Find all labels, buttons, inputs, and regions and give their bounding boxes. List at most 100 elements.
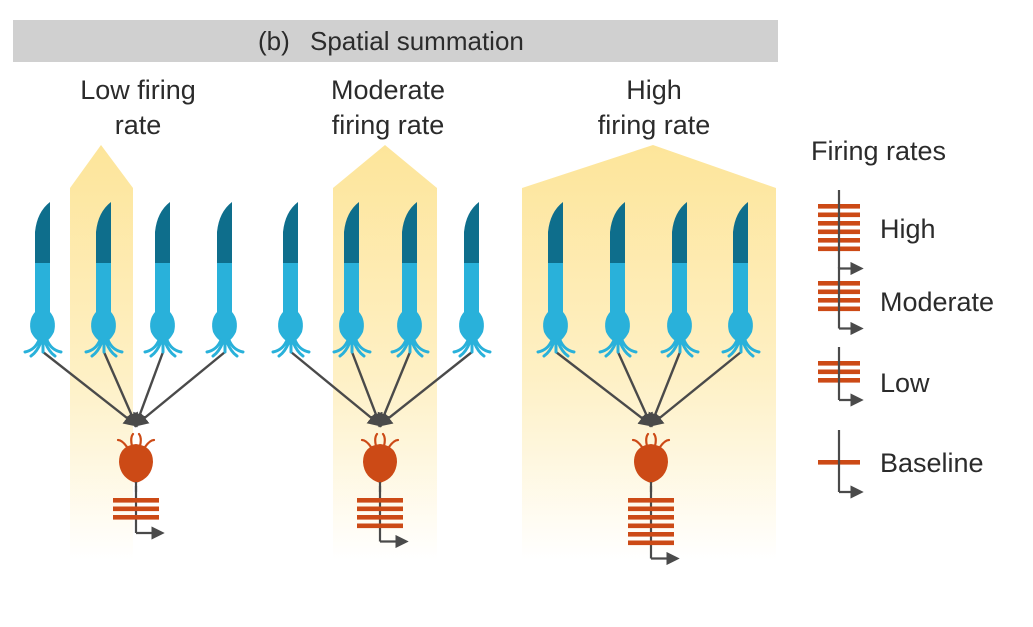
panel-1: [23, 202, 245, 540]
spike-line: [357, 506, 403, 512]
receptor-terminal: [143, 338, 183, 358]
photoreceptor: [271, 202, 311, 358]
panels-layer: [23, 202, 761, 566]
receptor-terminal: [271, 338, 311, 358]
header-background: [13, 20, 778, 62]
receptor-inner-segment: [30, 263, 55, 342]
photoreceptor: [721, 202, 761, 358]
neuron-dendrites: [631, 432, 671, 449]
receptor-outer-segment: [672, 202, 687, 263]
panel-3-glow: [522, 145, 776, 560]
convergence-arrow: [102, 351, 138, 428]
neuron-dendrites: [360, 432, 400, 449]
receptor-inner-segment: [339, 263, 364, 342]
panel-2-title-line-1: Moderate: [331, 75, 445, 105]
receptor-terminal: [84, 338, 124, 358]
receptor-outer-segment: [35, 202, 50, 263]
receptor-inner-segment: [91, 263, 116, 342]
receptor-inner-segment: [397, 263, 422, 342]
spike-line: [357, 523, 403, 529]
photoreceptor: [205, 202, 245, 358]
photoreceptor: [84, 202, 124, 358]
receptor-outer-segment: [548, 202, 563, 263]
receptor-outer-segment: [217, 202, 232, 263]
header-bar: (b) Spatial summation: [13, 20, 778, 62]
receptor-inner-segment: [150, 263, 175, 342]
spike-line: [628, 498, 674, 503]
panel-3-title-line-1: High: [626, 75, 682, 105]
spike-line: [113, 506, 159, 512]
receptor-terminal: [23, 338, 63, 358]
panel-2-glow: [333, 145, 437, 560]
neuron-dendrites: [116, 432, 156, 449]
receptor-terminal: [205, 338, 245, 358]
photoreceptor: [23, 202, 63, 358]
convergence-arrow: [648, 351, 742, 427]
convergence-arrow: [290, 351, 383, 427]
receptor-outer-segment: [283, 202, 298, 263]
firing-rate-marker: [357, 486, 409, 549]
receptor-terminal: [536, 338, 576, 358]
legend-item-baseline: Baseline: [818, 430, 984, 499]
firing-rate-marker: [113, 486, 165, 540]
legend-item-moderate: Moderate: [818, 267, 994, 336]
convergence-arrow: [616, 351, 653, 428]
receptor-terminal: [452, 338, 492, 358]
neuron-cell-body: [363, 444, 397, 483]
panel-2: [271, 202, 492, 549]
panel-2-title-line-2: firing rate: [332, 110, 445, 140]
photoreceptor: [660, 202, 700, 358]
panel-1-glow: [70, 145, 133, 560]
receptor-inner-segment: [667, 263, 692, 342]
convergence-arrow: [377, 351, 473, 427]
legend-item-high: High: [818, 190, 936, 276]
receptor-inner-segment: [605, 263, 630, 342]
receptor-outer-segment: [610, 202, 625, 263]
convergence-arrow: [555, 351, 654, 427]
spike-line: [628, 523, 674, 529]
spike-line: [628, 540, 674, 546]
photoreceptor: [390, 202, 430, 358]
ganglion-cell: [360, 432, 400, 492]
spike-line: [113, 515, 159, 520]
convergence-arrow: [350, 351, 383, 428]
spike-line: [628, 532, 674, 537]
panel-1-title-line-1: Low firing: [80, 75, 196, 105]
legend-label: Baseline: [880, 448, 984, 478]
convergence-arrow: [133, 351, 226, 427]
neuron-cell-body: [119, 444, 153, 483]
receptor-outer-segment: [96, 202, 111, 263]
receptor-outer-segment: [344, 202, 359, 263]
spike-line: [357, 498, 403, 503]
receptor-inner-segment: [212, 263, 237, 342]
receptor-outer-segment: [464, 202, 479, 263]
photoreceptor: [143, 202, 183, 358]
panel-3: [536, 202, 761, 566]
receptor-terminal: [660, 338, 700, 358]
panel-1-title-line-2: rate: [115, 110, 162, 140]
legend-title: Firing rates: [811, 136, 946, 166]
photoreceptor: [452, 202, 492, 358]
convergence-arrow: [42, 351, 139, 427]
legend-label: High: [880, 214, 936, 244]
firing-rate-marker: [628, 486, 680, 566]
receptor-inner-segment: [459, 263, 484, 342]
legend-label: Low: [880, 368, 930, 398]
neuron-cell-body: [634, 444, 668, 483]
receptor-terminal: [390, 338, 430, 358]
header-title: Spatial summation: [310, 26, 524, 56]
photoreceptor: [332, 202, 372, 358]
spike-line: [357, 515, 403, 520]
photoreceptor: [598, 202, 638, 358]
spike-line: [628, 506, 674, 512]
panel-3-title-line-2: firing rate: [598, 110, 711, 140]
spike-line: [628, 515, 674, 520]
receptor-outer-segment: [402, 202, 417, 263]
ganglion-cell: [116, 432, 156, 492]
receptor-inner-segment: [728, 263, 753, 342]
header-label: (b): [258, 26, 290, 56]
receptor-terminal: [598, 338, 638, 358]
receptor-terminal: [332, 338, 372, 358]
